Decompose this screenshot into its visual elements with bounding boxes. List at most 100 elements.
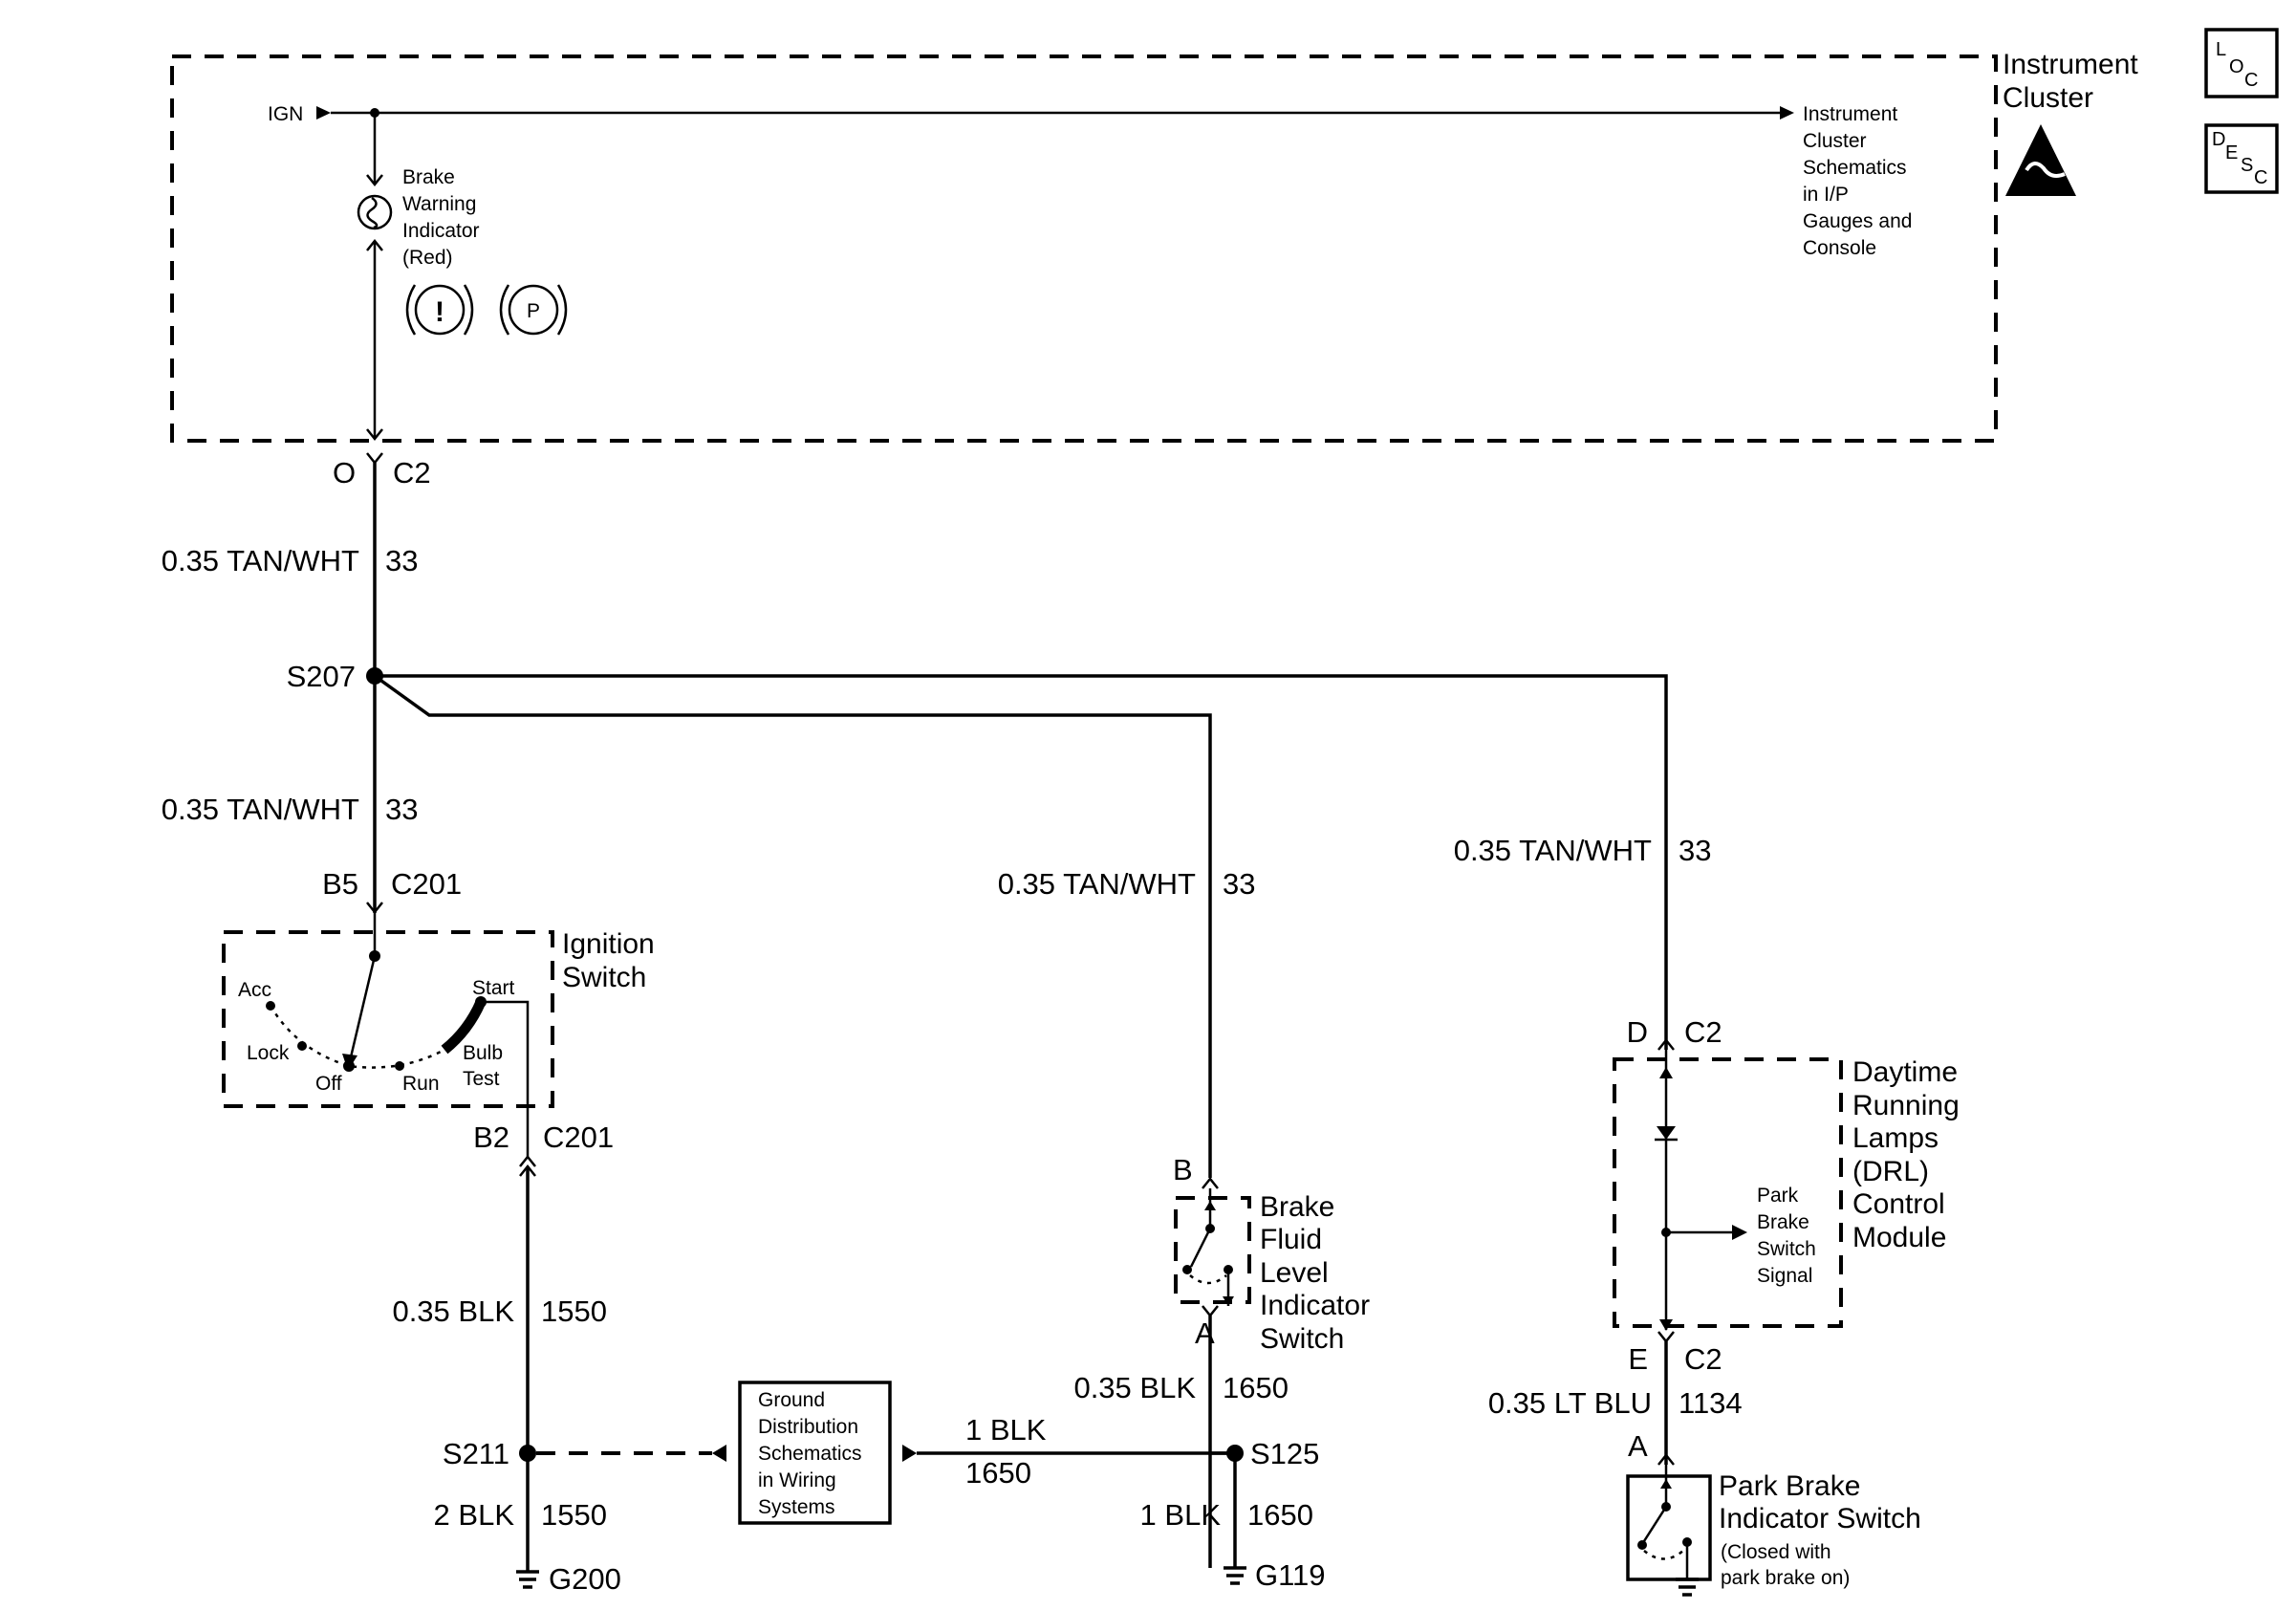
- svg-text:Park: Park: [1757, 1185, 1799, 1207]
- parking-brake-symbol-icon: P: [499, 284, 568, 336]
- wire-label-s125-g119: 1 BLK 1650: [1140, 1498, 1313, 1532]
- svg-text:Indicator Switch: Indicator Switch: [1719, 1503, 1921, 1534]
- svg-text:O: O: [2229, 56, 2244, 77]
- brake-warning-bulb-icon: [357, 194, 393, 230]
- connector-c2-d: D C2: [1627, 1015, 1722, 1051]
- svg-text:0.35 LT BLU: 0.35 LT BLU: [1488, 1386, 1652, 1420]
- svg-text:Bulb: Bulb: [463, 1042, 503, 1064]
- svg-text:0.35 TAN/WHT: 0.35 TAN/WHT: [1454, 834, 1652, 867]
- svg-text:1650: 1650: [1223, 1371, 1289, 1404]
- wire-label-s207-drl: 0.35 TAN/WHT 33: [1454, 834, 1712, 867]
- ground-g119-icon: [1224, 1566, 1246, 1585]
- brake-fluid-level-switch: Brake Fluid Level Indicator Switch: [1174, 1188, 1370, 1355]
- splice-s125-label: S125: [1250, 1437, 1319, 1470]
- location-icon: L O C: [2204, 28, 2279, 98]
- park-brake-ground-icon: [1676, 1577, 1699, 1597]
- cluster-schematics-ref-3: Schematics: [1803, 157, 1907, 179]
- ground-distribution-box: Ground Distribution Schematics in Wiring…: [738, 1381, 892, 1525]
- svg-text:B5: B5: [322, 867, 358, 901]
- connector-brake-fluid-a: A: [1195, 1305, 1219, 1350]
- svg-text:Off: Off: [315, 1073, 342, 1095]
- svg-text:1 BLK: 1 BLK: [965, 1413, 1047, 1447]
- esd-sensitive-icon: [2005, 124, 2076, 196]
- svg-text:D: D: [1627, 1015, 1648, 1049]
- svg-text:Lock: Lock: [247, 1042, 290, 1064]
- svg-text:33: 33: [385, 544, 418, 577]
- splice-s211: [519, 1445, 536, 1462]
- wire-label-s207-ign: 0.35 TAN/WHT 33: [162, 793, 419, 826]
- ign-out-arrow-icon: [1780, 106, 1794, 120]
- wire-label-fluid-s125: 0.35 BLK 1650: [1073, 1371, 1289, 1404]
- svg-text:L: L: [2216, 39, 2226, 60]
- svg-text:Ignition: Ignition: [562, 928, 655, 960]
- svg-text:1134: 1134: [1679, 1386, 1743, 1420]
- connector-park-brake-a: A: [1628, 1429, 1675, 1466]
- svg-text:Switch: Switch: [562, 962, 646, 993]
- connector-brake-fluid-b: B: [1173, 1153, 1219, 1189]
- svg-text:Systems: Systems: [758, 1496, 835, 1518]
- ign-arrow-icon: [316, 106, 331, 120]
- connector-c201-b5: B5 C201: [322, 867, 462, 915]
- svg-text:Control: Control: [1852, 1188, 1945, 1220]
- park-brake-indicator-switch: Park Brake Indicator Switch (Closed with…: [1626, 1465, 1921, 1597]
- wire-label-s211-g200: 2 BLK 1550: [434, 1498, 607, 1532]
- svg-text:Brake: Brake: [1757, 1211, 1809, 1233]
- brake-indicator-label-1: Brake: [402, 166, 455, 188]
- svg-text:C: C: [2244, 70, 2258, 91]
- svg-text:E: E: [1628, 1342, 1648, 1376]
- svg-text:Distribution: Distribution: [758, 1416, 858, 1438]
- brake-indicator-label-2: Warning: [402, 193, 476, 215]
- instrument-cluster-boundary: [170, 54, 1998, 443]
- svg-text:Switch: Switch: [1260, 1323, 1344, 1355]
- svg-text:33: 33: [1223, 867, 1255, 901]
- svg-text:1650: 1650: [1247, 1498, 1313, 1532]
- ign-label: IGN: [268, 103, 303, 125]
- svg-text:Ground: Ground: [758, 1389, 825, 1411]
- svg-text:Running: Running: [1852, 1090, 1960, 1121]
- svg-text:B2: B2: [473, 1120, 509, 1154]
- svg-text:C201: C201: [391, 867, 462, 901]
- wire-label-s125-ground: 1 BLK 1650: [965, 1413, 1047, 1490]
- cluster-schematics-ref-1: Instrument: [1803, 103, 1897, 125]
- svg-text:Indicator: Indicator: [1260, 1290, 1370, 1321]
- drl-control-module: Park Brake Switch Signal Daytime Running…: [1613, 1050, 1960, 1331]
- svg-text:(DRL): (DRL): [1852, 1156, 1929, 1187]
- svg-text:Run: Run: [402, 1073, 440, 1095]
- svg-text:E: E: [2225, 142, 2238, 163]
- cluster-schematics-ref-4: in I/P: [1803, 184, 1849, 206]
- svg-text:0.35 BLK: 0.35 BLK: [1073, 1371, 1196, 1404]
- wire-label-s207-fluid: 0.35 TAN/WHT 33: [998, 867, 1256, 901]
- svg-text:1550: 1550: [541, 1295, 607, 1328]
- wire-label-cluster-s207: 0.35 TAN/WHT 33: [162, 544, 419, 577]
- description-icon: D E S C: [2204, 123, 2279, 194]
- ground-g200-label: G200: [549, 1562, 621, 1596]
- cluster-schematics-ref-5: Gauges and: [1803, 210, 1912, 232]
- wire-label-ign-s211: 0.35 BLK 1550: [392, 1295, 607, 1328]
- ground-g200-icon: [516, 1570, 539, 1589]
- svg-text:1 BLK: 1 BLK: [1140, 1498, 1222, 1532]
- drl-module-boundary: [1613, 1057, 1843, 1328]
- svg-text:!: !: [435, 296, 444, 328]
- svg-text:Signal: Signal: [1757, 1265, 1812, 1287]
- svg-text:Schematics: Schematics: [758, 1443, 862, 1465]
- instrument-cluster-title-1: Instrument: [2003, 49, 2138, 80]
- svg-text:1650: 1650: [965, 1456, 1031, 1490]
- svg-text:Module: Module: [1852, 1222, 1946, 1253]
- svg-text:Brake: Brake: [1260, 1191, 1334, 1223]
- wire-label-drl-park: 0.35 LT BLU 1134: [1488, 1386, 1743, 1420]
- connector-c201-b2: B2 C201: [473, 1120, 614, 1177]
- svg-text:A: A: [1195, 1316, 1215, 1350]
- svg-text:0.35 TAN/WHT: 0.35 TAN/WHT: [162, 793, 359, 826]
- svg-text:B: B: [1173, 1153, 1193, 1186]
- svg-text:Start: Start: [472, 977, 515, 999]
- splice-s207-label: S207: [287, 660, 356, 693]
- svg-text:D: D: [2212, 129, 2225, 150]
- svg-text:Fluid: Fluid: [1260, 1224, 1322, 1255]
- svg-text:1550: 1550: [541, 1498, 607, 1532]
- brake-indicator-label-3: Indicator: [402, 220, 480, 242]
- svg-text:C: C: [2254, 167, 2267, 188]
- connector-c2-o: O C2: [333, 452, 431, 490]
- svg-text:O: O: [333, 456, 356, 490]
- brake-indicator-label-4: (Red): [402, 247, 453, 269]
- splice-s211-label: S211: [443, 1437, 509, 1470]
